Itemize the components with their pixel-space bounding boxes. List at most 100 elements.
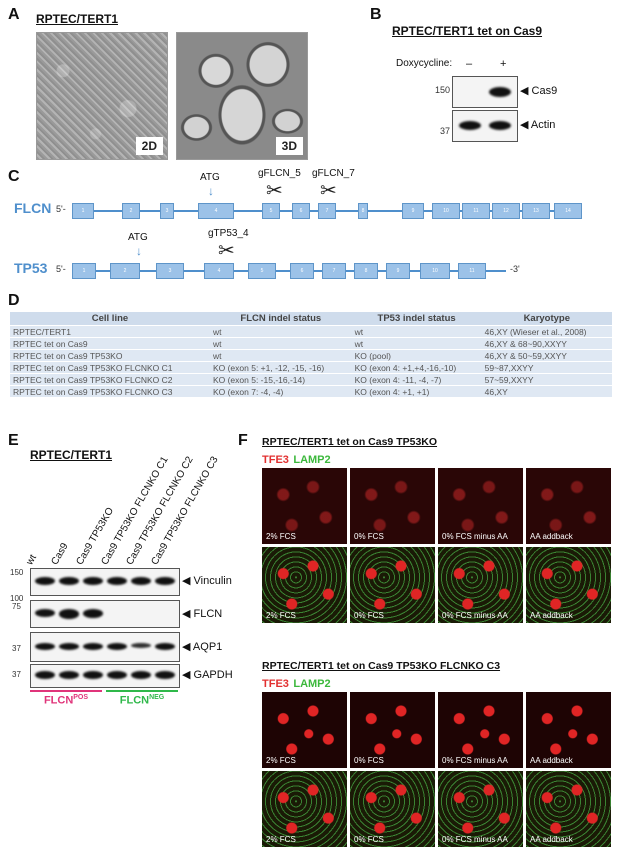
exon-box: 10: [420, 263, 450, 279]
blot-band: [107, 671, 127, 679]
table-cell: KO (exon 5: +1, -12, -15, -16): [209, 361, 352, 374]
table-header: TP53 indel status: [351, 312, 482, 326]
doxycycline-label: Doxycycline:: [396, 58, 453, 69]
panel-b-label: B: [370, 6, 382, 23]
table-cell: KO (exon 4: +1, +1): [351, 385, 482, 397]
exon-box: 7: [322, 263, 346, 279]
exon-box: 1: [72, 263, 96, 279]
exon-box: 4: [198, 203, 234, 219]
panel-b-title: RPTEC/TERT1 tet on Cas9: [392, 24, 543, 38]
if-panel: 2% FCS: [262, 468, 347, 544]
channel-legend: TFE3 LAMP2: [262, 450, 331, 468]
mw-marker: 150: [434, 85, 450, 95]
panel-f-title-1: RPTEC/TERT1 tet on Cas9 TP53KO: [262, 436, 438, 448]
exon-box: 6: [290, 263, 314, 279]
exon-box: 3: [156, 263, 184, 279]
table-cell: RPTEC tet on Cas9 TP53KO FLCNKO C3: [10, 385, 210, 397]
cell-line-table: Cell line FLCN indel status TP53 indel s…: [10, 312, 612, 397]
lane-label: wt: [24, 552, 39, 567]
legend-lamp2: LAMP2: [293, 454, 331, 466]
protein-label-aqp1: ◀ AQP1: [182, 641, 223, 653]
condition-label: 2% FCS: [266, 835, 296, 844]
table-cell: wt: [209, 349, 352, 362]
blot-band: [35, 643, 55, 650]
protein-label-flcn: ◀ FLCN: [182, 608, 223, 620]
mw-marker: 37: [12, 644, 21, 653]
blot-band: [107, 643, 127, 650]
table-cell: 46,XY & 68~90,XXYY: [481, 337, 612, 350]
gene-name-tp53: TP53: [14, 260, 48, 276]
if-panel: AA addback: [526, 771, 611, 847]
blot-band: [35, 577, 55, 585]
exon-box: 6: [292, 203, 310, 219]
blot-actin: [452, 110, 518, 142]
protein-label-cas9: ◀ Cas9: [520, 85, 558, 97]
atg-label: ATG: [200, 172, 220, 183]
blot-flcn: [30, 600, 180, 628]
exon-box: 11: [462, 203, 490, 219]
condition-label: 0% FCS: [354, 835, 384, 844]
condition-label: 0% FCS minus AA: [442, 756, 508, 765]
table-cell: 46,XY (Wieser et al., 2008): [481, 325, 612, 338]
table-cell: KO (exon 4: +1,+4,-16,-10): [351, 361, 482, 374]
atg-label: ATG: [128, 232, 148, 243]
scissors-icon: ✂: [218, 240, 235, 262]
table-cell: KO (exon 5: -15,-16,-14): [209, 373, 352, 386]
exon-box: 13: [522, 203, 550, 219]
condition-label: AA addback: [530, 835, 573, 844]
if-panel: 2% FCS: [262, 692, 347, 768]
lane-label: Cas9: [49, 541, 71, 567]
if-panel: AA addback: [526, 468, 611, 544]
group-label-pos: FLCNPOS: [43, 694, 89, 707]
gene-name-flcn: FLCN: [14, 200, 52, 216]
table-row: RPTEC tet on Cas9 TP53KO FLCNKO C3 KO (ex…: [10, 385, 612, 397]
table-cell: KO (exon 4: -11, -4, -7): [351, 373, 482, 386]
protein-label-vinculin: ◀ Vinculin: [182, 575, 232, 587]
exon-box: 12: [492, 203, 520, 219]
atg-arrow-icon: ↓: [208, 184, 214, 198]
if-panel: AA addback: [526, 547, 611, 623]
condition-label: 2% FCS: [266, 756, 296, 765]
legend-tfe3: TFE3: [262, 454, 289, 466]
three-prime: -3': [510, 264, 520, 274]
blot-band: [59, 577, 79, 585]
if-panel: 2% FCS: [262, 771, 347, 847]
micrograph-tag: 2D: [135, 137, 163, 155]
if-panel: 0% FCS minus AA: [438, 547, 523, 623]
if-panel: 0% FCS: [350, 771, 435, 847]
exon-box: 7: [318, 203, 336, 219]
guide-label: gFLCN_7: [312, 168, 355, 179]
condition-label: 0% FCS: [354, 756, 384, 765]
panel-a-title: RPTEC/TERT1: [36, 12, 119, 26]
exon-box: 3: [160, 203, 174, 219]
table-header: Cell line: [10, 312, 210, 326]
exon-box: 9: [386, 263, 410, 279]
exon-box: 8: [358, 203, 368, 219]
blot-band: [83, 609, 103, 618]
panel-e-title: RPTEC/TERT1: [30, 448, 113, 462]
group-label-neg: FLCNNEG: [119, 694, 165, 707]
condition-label: 0% FCS minus AA: [442, 532, 508, 541]
table-cell: wt: [351, 337, 482, 350]
panel-f-title-2: RPTEC/TERT1 tet on Cas9 TP53KO FLCNKO C3: [262, 660, 501, 672]
exon-box: 5: [262, 203, 280, 219]
panel-d-label: D: [8, 292, 20, 309]
table-cell: RPTEC/TERT1: [10, 325, 210, 338]
exon-box: 1: [72, 203, 94, 219]
table-cell: wt: [351, 325, 482, 338]
panel-f-label: F: [238, 432, 248, 449]
scissors-icon: ✂: [266, 180, 283, 202]
table-cell: wt: [209, 325, 352, 338]
exon-box: 8: [354, 263, 378, 279]
table-cell: 57~59,XXYY: [481, 373, 612, 386]
exon-box: 2: [122, 203, 140, 219]
micrograph-2d: 2D: [36, 32, 168, 160]
if-panel: 0% FCS: [350, 547, 435, 623]
blot-band: [155, 671, 175, 679]
blot-cas9: [452, 76, 518, 108]
condition-label: 0% FCS minus AA: [442, 611, 508, 620]
guide-label: gFLCN_5: [258, 168, 301, 179]
